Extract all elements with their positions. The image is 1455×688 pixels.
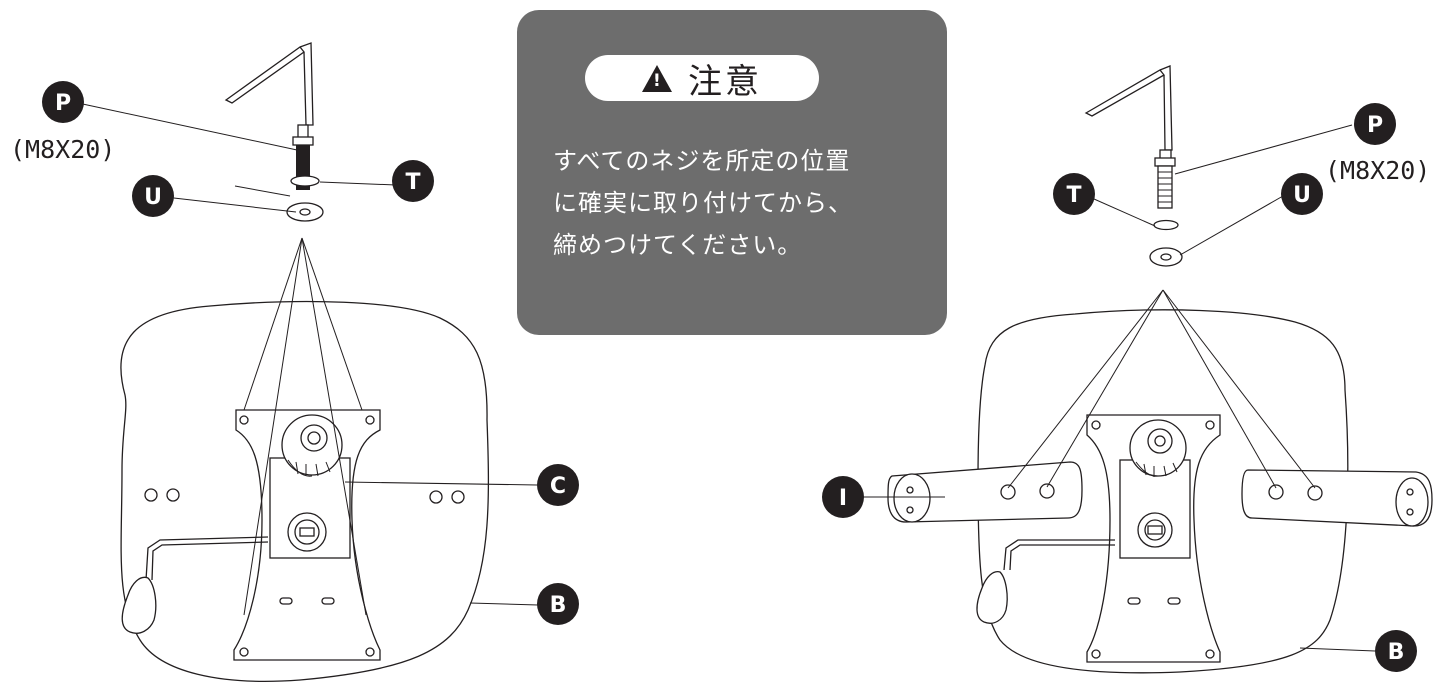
svg-text:C: C [550,474,566,499]
lever-handle-left [121,576,157,634]
svg-text:P: P [1367,113,1383,138]
spring-washer-t-right [1153,219,1179,231]
caution-header: 注意 [585,55,819,102]
gas-lever-right [1003,539,1115,571]
callout-p-right: P [1354,103,1396,145]
svg-text:T: T [405,170,420,195]
callout-b-left: B [537,583,579,625]
lever-handle-right [976,571,1008,624]
svg-text:U: U [1293,183,1311,208]
warning-triangle-icon [642,64,672,92]
caution-title: 注意 [688,61,762,102]
flat-washer-u-left [286,202,324,222]
caution-line: すべてのネジを所定の位置 [553,147,851,175]
flat-washer-u-right [1149,247,1183,267]
svg-text:B: B [550,593,567,618]
bolt-p-right [1154,149,1176,209]
callout-b-right: B [1375,630,1417,672]
callout-t-right: T [1053,173,1095,215]
svg-text:I: I [839,486,847,511]
svg-text:U: U [144,185,162,210]
svg-text:T: T [1066,183,1081,208]
gas-lever-left [145,536,269,581]
seat-base-right [977,309,1349,674]
svg-text:P: P [55,91,71,116]
left-view: P (M8X20) T U C B [10,42,579,683]
callout-t-left: T [392,160,434,202]
caution-message: すべてのネジを所定の位置 に確実に取り付けてから、 締めつけてください。 [553,140,933,266]
callout-i-right: I [822,476,864,518]
callout-u-left: U [132,175,174,217]
caution-line: 締めつけてください。 [553,231,803,259]
callout-c-left: C [537,464,579,506]
arm-bracket-left [887,461,1083,523]
bolt-spec-right: (M8X20) [1325,156,1430,185]
callout-u-right: U [1281,173,1323,215]
hex-key-left [224,42,314,126]
hex-key-right [1084,65,1173,151]
bolt-spec-left: (M8X20) [10,135,115,164]
seat-base-left [120,300,490,683]
callout-p-left: P [42,81,84,123]
right-view: P (M8X20) T U I B [822,65,1433,674]
caution-line: に確実に取り付けてから、 [553,189,853,217]
spring-washer-t-left [290,175,320,187]
svg-text:B: B [1388,640,1405,665]
caution-panel: 注意 すべてのネジを所定の位置 に確実に取り付けてから、 締めつけてください。 [517,10,947,335]
